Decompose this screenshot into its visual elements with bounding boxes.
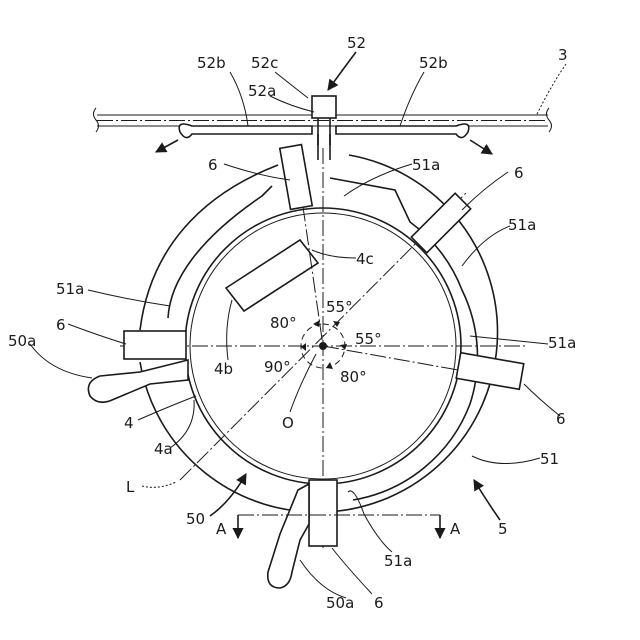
tab-6-upper-left	[280, 145, 312, 210]
label-52b-right: 52b	[419, 54, 448, 72]
label-6-upper-right: 6	[514, 164, 524, 182]
label-4a: 4a	[154, 440, 173, 458]
label-52a: 52a	[248, 82, 276, 100]
arrow-open-left	[156, 140, 178, 152]
tab-6-bottom	[309, 480, 337, 546]
label-6-right: 6	[556, 410, 566, 428]
label-angle-55-top: 55°	[326, 298, 353, 316]
label-51: 51	[540, 450, 559, 468]
label-6-bottom: 6	[374, 594, 384, 612]
label-angle-55-right: 55°	[355, 330, 382, 348]
label-51a-top: 51a	[412, 156, 440, 174]
label-6-left: 6	[56, 316, 66, 334]
label-52c: 52c	[251, 54, 278, 72]
label-4: 4	[124, 414, 134, 432]
label-6-upper-left: 6	[208, 156, 218, 174]
label-51a-right: 51a	[548, 334, 576, 352]
label-angle-80-top: 80°	[270, 314, 297, 332]
jaw-52b-left	[179, 124, 312, 138]
label-52b-left: 52b	[197, 54, 226, 72]
clamp-52	[179, 96, 469, 160]
label-angle-90: 90°	[264, 358, 291, 376]
label-L: L	[126, 478, 135, 496]
label-50a-bottom: 50a	[326, 594, 354, 612]
center-O	[319, 342, 327, 350]
arrow-5	[474, 480, 500, 520]
label-4b: 4b	[214, 360, 233, 378]
latch-50a-bottom	[268, 484, 309, 588]
label-50a-left: 50a	[8, 332, 36, 350]
arrow-open-right	[470, 140, 492, 154]
section-line-A	[238, 515, 440, 538]
label-51a-right-upper: 51a	[508, 216, 536, 234]
label-52: 52	[347, 34, 366, 52]
label-3: 3	[558, 46, 568, 64]
label-51a-bottom: 51a	[384, 552, 412, 570]
tab-6-right	[456, 353, 524, 390]
label-O: O	[282, 414, 294, 432]
label-51a-left: 51a	[56, 280, 84, 298]
label-5: 5	[498, 520, 508, 538]
label-4c: 4c	[356, 250, 374, 268]
tab-6-left	[124, 331, 186, 359]
jaw-52b-right	[336, 124, 469, 138]
latch-50a-left	[88, 360, 188, 402]
label-angle-80-bottom: 80°	[340, 368, 367, 386]
arrow-52	[328, 52, 356, 90]
label-A-left: A	[216, 520, 227, 538]
label-50: 50	[186, 510, 205, 528]
label-A-right: A	[450, 520, 461, 538]
